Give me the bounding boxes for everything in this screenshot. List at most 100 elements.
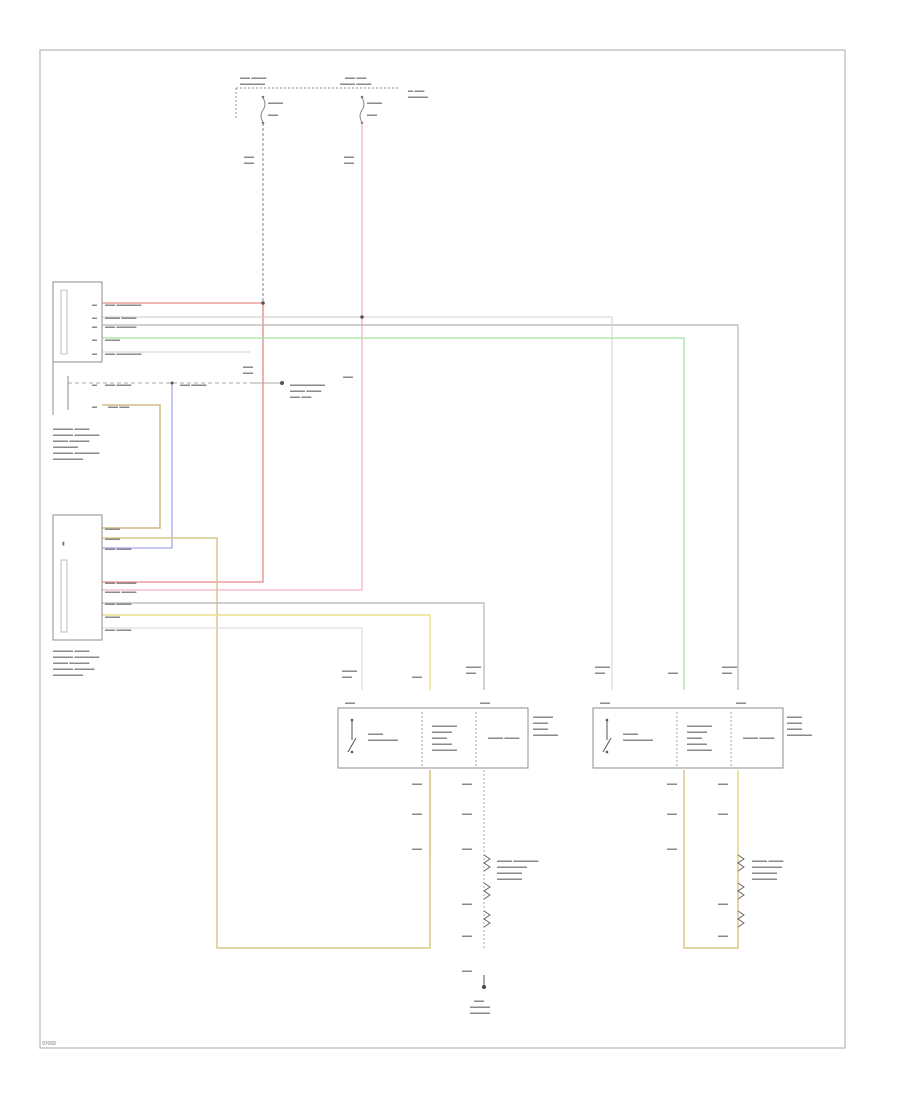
svg-text:▬▬▬: ▬▬▬ [533, 720, 548, 726]
svg-text:▬▬ ▬▬: ▬▬ ▬▬ [290, 394, 311, 400]
ground-icon [482, 975, 486, 989]
svg-text:▬▬▬▬▬: ▬▬▬▬▬ [53, 444, 78, 450]
svg-text:▬▬▬: ▬▬▬ [105, 337, 120, 343]
svg-text:▬▬▬▬: ▬▬▬▬ [432, 741, 452, 747]
svg-text:▬▬▬▬: ▬▬▬▬ [470, 1010, 490, 1016]
svg-text:▬▬: ▬▬ [718, 811, 728, 817]
svg-text:▬▬: ▬▬ [243, 364, 253, 370]
svg-text:▬▬: ▬▬ [342, 674, 352, 680]
svg-text:▬▬ ▬▬▬: ▬▬ ▬▬▬ [180, 382, 206, 388]
svg-text:▬▬▬▬▬: ▬▬▬▬▬ [687, 723, 712, 729]
svg-text:▬▬▬ ▬▬▬: ▬▬▬ ▬▬▬ [752, 858, 783, 864]
svg-text:▬▬: ▬▬ [412, 674, 422, 680]
junction-dot-icon [170, 381, 174, 385]
svg-text:▬▬▬▬ ▬▬▬▬▬: ▬▬▬▬ ▬▬▬▬▬ [53, 450, 99, 456]
svg-text:▬▬: ▬▬ [668, 670, 678, 676]
svg-text:▬▬ ▬▬▬: ▬▬ ▬▬▬ [105, 601, 131, 607]
svg-text:▬▬▬▬: ▬▬▬▬ [687, 741, 707, 747]
svg-text:▬▬: ▬▬ [367, 112, 377, 118]
svg-text:▬▬▬▬▬▬: ▬▬▬▬▬▬ [53, 672, 83, 678]
svg-text:▬▬▬▬ ▬▬▬: ▬▬▬▬ ▬▬▬ [53, 426, 89, 432]
svg-text:▬▬▬▬ ▬▬▬▬▬: ▬▬▬▬ ▬▬▬▬▬ [53, 432, 99, 438]
svg-text:▬▬: ▬▬ [343, 374, 353, 380]
svg-text:▬▬▬▬: ▬▬▬▬ [687, 729, 707, 735]
heater-element-icon [483, 854, 491, 928]
junction-dot-icon [360, 315, 364, 319]
svg-text:▬▬▬: ▬▬▬ [367, 100, 382, 106]
svg-text:▬▬▬▬▬: ▬▬▬▬▬ [497, 876, 522, 882]
svg-text:▬▬▬: ▬▬▬ [105, 614, 120, 620]
fuse-block-top: ▬▬ ▬▬▬ ▬▬▬▬▬ ▬▬ ▬▬ ▬▬▬ ▬▬▬ ▬ ▬▬ ▬▬▬▬ ▬▬▬… [235, 75, 428, 166]
svg-text:▬▬: ▬▬ [480, 700, 490, 706]
svg-text:▬▬: ▬▬ [412, 781, 422, 787]
svg-text:▬▬▬▬: ▬▬▬▬ [432, 729, 452, 735]
fuse-icon: ▬▬▬ ▬▬ [260, 95, 283, 125]
svg-text:▬▬▬: ▬▬▬ [105, 526, 120, 532]
svg-text:▬▬▬: ▬▬▬ [787, 726, 802, 732]
svg-text:▬▬: ▬▬ [600, 700, 610, 706]
svg-text:▬▬: ▬▬ [412, 811, 422, 817]
switch-icon [347, 718, 357, 754]
svg-text:▬▬ ▬▬▬: ▬▬ ▬▬▬ [240, 75, 266, 81]
fuse-icon: ▬▬▬ ▬▬ [359, 95, 382, 125]
svg-text:▬▬▬▬▬: ▬▬▬▬▬ [432, 723, 457, 729]
svg-text:▬▬▬▬: ▬▬▬▬ [533, 714, 553, 720]
svg-text:▬ ▬▬: ▬ ▬▬ [408, 88, 424, 94]
svg-text:▬▬: ▬▬ [462, 901, 472, 907]
svg-text:▬▬▬▬▬: ▬▬▬▬▬ [752, 870, 777, 876]
svg-text:▬▬▬▬ ▬▬▬▬: ▬▬▬▬ ▬▬▬▬ [53, 666, 94, 672]
svg-text:▬▬▬▬▬▬: ▬▬▬▬▬▬ [623, 737, 653, 743]
svg-text:▬▬▬ ▬▬▬: ▬▬▬ ▬▬▬ [105, 315, 136, 321]
svg-text:▬▬: ▬▬ [345, 700, 355, 706]
svg-text:▬: ▬ [92, 404, 97, 410]
svg-text:▬▬▬▬▬: ▬▬▬▬▬ [432, 747, 457, 753]
svg-text:▬▬▬ ▬▬▬▬: ▬▬▬ ▬▬▬▬ [53, 438, 89, 444]
left-seat-heater: ▬▬▬ ▬▬▬▬▬▬ ▬▬▬▬▬ ▬▬▬▬ ▬▬▬ ▬▬▬▬ ▬▬▬▬▬ ▬▬▬… [592, 664, 812, 939]
svg-text:▬▬▬▬▬: ▬▬▬▬▬ [533, 732, 558, 738]
svg-text:▬▬: ▬▬ [736, 700, 746, 706]
svg-text:▬▬▬: ▬▬▬ [342, 668, 357, 674]
svg-text:▬▬▬ ▬▬▬: ▬▬▬ ▬▬▬ [743, 735, 774, 741]
svg-text:▬▬: ▬▬ [344, 160, 354, 166]
svg-text:▬▬ ▬▬▬: ▬▬ ▬▬▬ [105, 627, 131, 633]
svg-text:▬▬: ▬▬ [244, 154, 254, 160]
svg-text:▬▬▬▬: ▬▬▬▬ [408, 94, 428, 100]
svg-text:▬▬ ▬▬▬▬▬: ▬▬ ▬▬▬▬▬ [105, 302, 141, 308]
svg-text:▬: ▬ [92, 337, 97, 343]
svg-text:▬▬: ▬▬ [667, 846, 677, 852]
svg-text:▬: ▬ [92, 302, 97, 308]
svg-text:▬▬ ▬▬▬: ▬▬ ▬▬▬ [105, 546, 131, 552]
svg-text:▬▬ ▬▬▬▬: ▬▬ ▬▬▬▬ [105, 580, 136, 586]
svg-text:▬▬: ▬▬ [412, 846, 422, 852]
wire-labels: ▬▬ ▬▬▬▬▬ ▬▬▬ ▬▬▬ ▬▬ ▬▬▬▬ ▬▬▬ ▬▬ ▬▬▬▬▬ ▬▬… [105, 302, 353, 633]
svg-text:▬▬: ▬▬ [718, 933, 728, 939]
svg-text:▬▬: ▬▬ [718, 781, 728, 787]
svg-text:▬▬: ▬▬ [462, 811, 472, 817]
svg-text:▬▬▬ ▬▬▬: ▬▬▬ ▬▬▬ [340, 81, 371, 87]
svg-text:▬▬: ▬▬ [595, 670, 605, 676]
svg-text:▬▬: ▬▬ [462, 781, 472, 787]
svg-text:▬▬▬ ▬▬▬▬: ▬▬▬ ▬▬▬▬ [53, 660, 89, 666]
svg-text:▬: ▬ [92, 324, 97, 330]
svg-text:▬▬ ▬▬▬: ▬▬ ▬▬▬ [105, 382, 131, 388]
svg-text:▬▬: ▬▬ [268, 112, 278, 118]
seat-heater-control-module-upper: ▬ ▬ ▬ ▬ ▬ ▬ ▬ ▬▬▬▬ ▬▬▬ ▬▬▬▬ ▬▬▬▬▬ ▬▬▬ ▬▬… [52, 281, 103, 462]
svg-text:▬▬▬: ▬▬▬ [787, 720, 802, 726]
svg-text:▬▬▬: ▬▬▬ [368, 731, 383, 737]
svg-text:▬▬▬▬▬▬: ▬▬▬▬▬▬ [368, 737, 398, 743]
svg-text:▬▬: ▬▬ [474, 998, 484, 1004]
svg-text:▬▬ ▬▬: ▬▬ ▬▬ [108, 404, 129, 410]
svg-text:▮: ▮ [62, 541, 65, 547]
figure-id: 97068 [42, 1041, 56, 1047]
svg-text:▬▬▬: ▬▬▬ [687, 735, 702, 741]
svg-text:▬: ▬ [92, 351, 97, 357]
svg-text:▬▬▬▬▬: ▬▬▬▬▬ [240, 81, 265, 87]
junction-dots [170, 301, 364, 385]
svg-text:▬▬: ▬▬ [722, 670, 732, 676]
wires [68, 123, 739, 950]
svg-text:▬▬▬ ▬▬▬: ▬▬▬ ▬▬▬ [105, 589, 136, 595]
svg-text:▬▬: ▬▬ [718, 901, 728, 907]
svg-text:▬▬▬: ▬▬▬ [105, 536, 120, 542]
svg-text:▬▬: ▬▬ [462, 968, 472, 974]
